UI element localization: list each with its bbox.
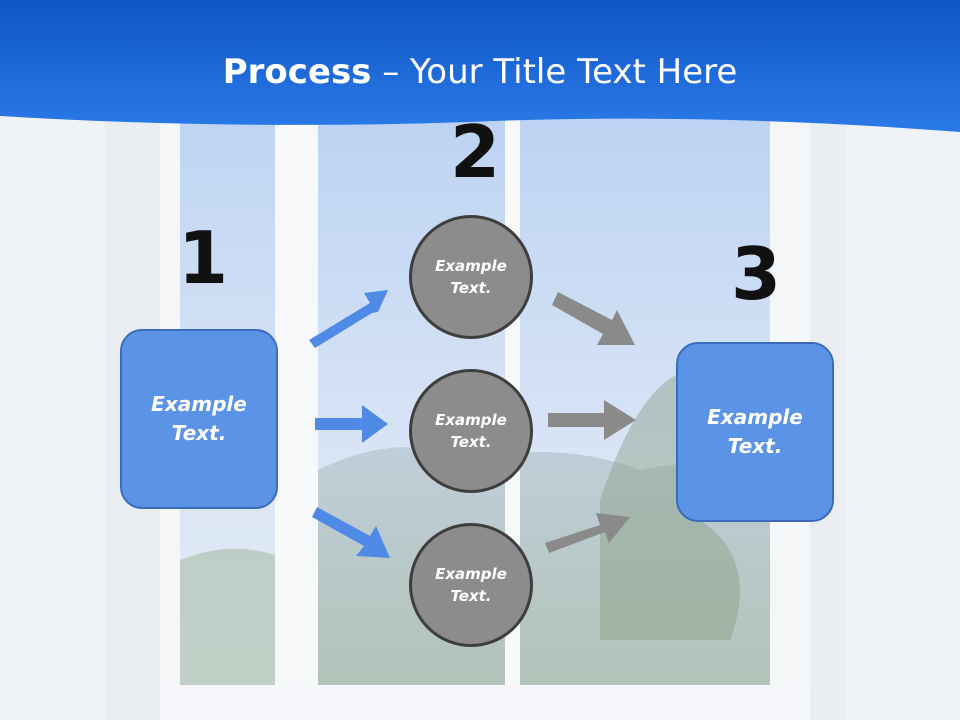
step-1-box[interactable]: Example Text. <box>120 329 278 509</box>
step-3-label: Example Text. <box>707 405 803 458</box>
step-2-circle-bottom[interactable]: Example Text. <box>409 523 533 647</box>
step-number-1: 1 <box>178 216 229 300</box>
step-2-circle-top[interactable]: Example Text. <box>409 215 533 339</box>
step-2-circle-middle[interactable]: Example Text. <box>409 369 533 493</box>
step-3-box[interactable]: Example Text. <box>676 342 834 522</box>
slide-title: Process – Your Title Text Here <box>0 52 960 92</box>
circle-middle-label: Example Text. <box>435 410 507 452</box>
title-rest: – Your Title Text Here <box>371 52 738 92</box>
circle-top-label: Example Text. <box>435 256 507 298</box>
arrow-top-to-step3 <box>552 292 635 345</box>
step-number-2: 2 <box>450 110 501 194</box>
title-bold: Process <box>222 52 372 92</box>
arrow-step1-to-bottom <box>312 507 390 558</box>
step-number-3: 3 <box>731 232 782 316</box>
gray-arrows <box>545 292 636 553</box>
arrow-middle-to-step3 <box>548 400 636 440</box>
blue-arrows <box>309 290 390 558</box>
step-1-label: Example Text. <box>151 392 247 445</box>
arrow-step1-to-top <box>309 290 388 348</box>
arrow-step1-to-middle <box>315 405 388 443</box>
arrow-bottom-to-step3 <box>545 513 630 553</box>
circle-bottom-label: Example Text. <box>435 564 507 606</box>
